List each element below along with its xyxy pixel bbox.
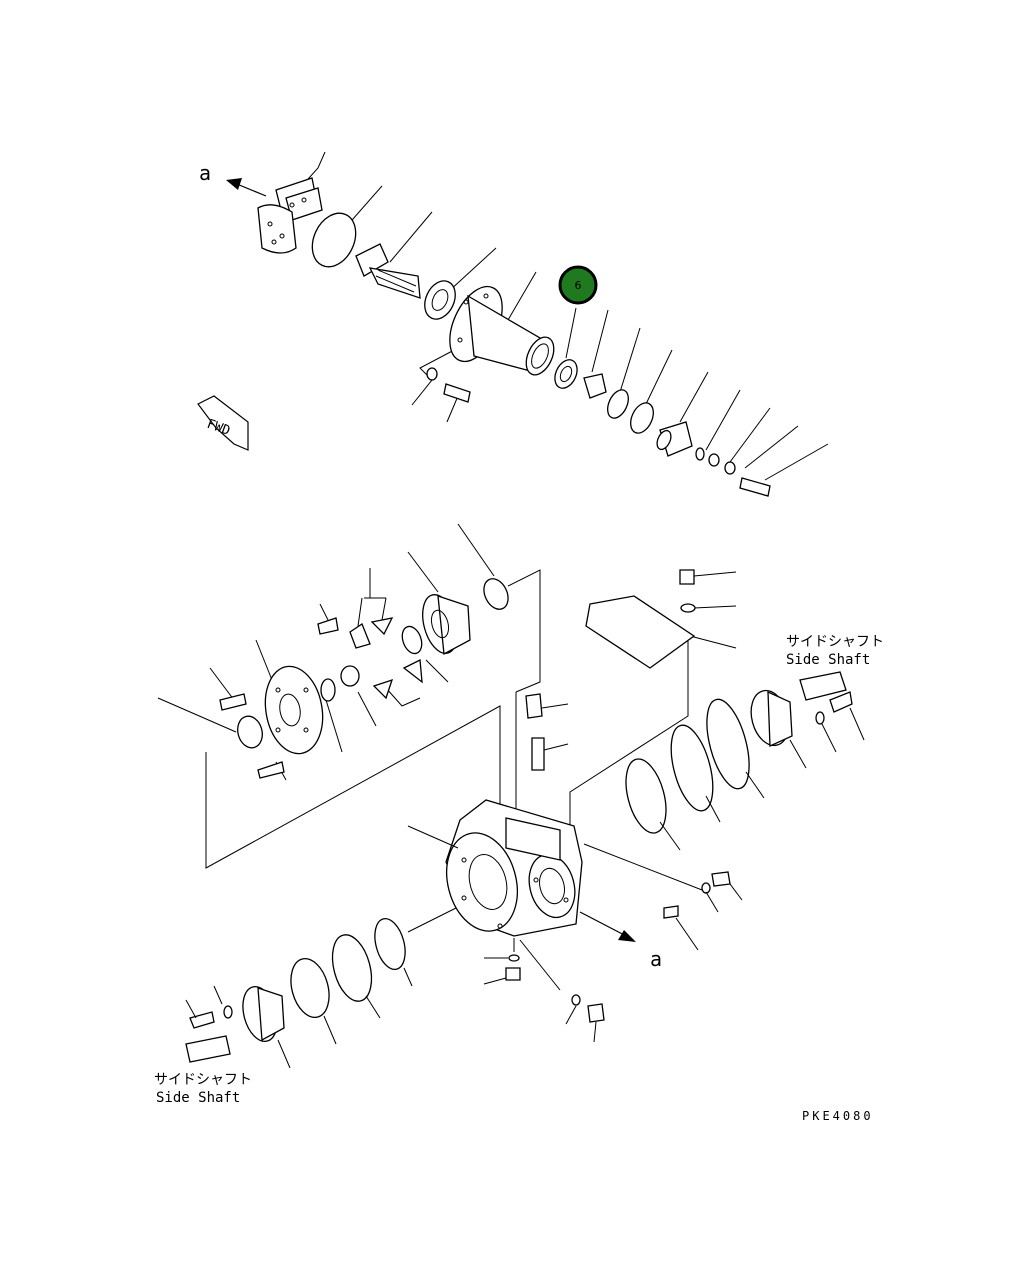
ring-gear-bolt-2 — [257, 761, 285, 779]
view-marker-bottom-label: a — [650, 947, 662, 971]
bearing-cup-2 — [630, 402, 654, 434]
bearing-cage-right — [625, 758, 667, 834]
spider-pin — [317, 617, 339, 635]
bevel-pinion — [355, 243, 421, 299]
bolt-left — [189, 1011, 215, 1029]
cage-bolt — [739, 477, 771, 497]
side-shaft-right — [799, 671, 847, 701]
drain-o-ring — [508, 954, 520, 962]
o-ring-right — [706, 698, 750, 790]
thrust-washer-1 — [320, 678, 336, 702]
side-shaft-label-jp-right: サイドシャフト — [786, 634, 884, 650]
left-side-assembly: サイドシャフト Side Shaft — [154, 907, 605, 1106]
mount-washer — [426, 367, 438, 381]
taper-bearing-6 — [554, 359, 578, 389]
bolt-right — [829, 691, 853, 713]
shim-right — [670, 724, 714, 812]
mount-bolt — [443, 383, 471, 403]
drawing-number: PKE4080 — [802, 1109, 874, 1123]
fwd-marker: FWD — [197, 395, 249, 451]
side-gear-small-1 — [349, 623, 371, 649]
right-side-assembly: サイドシャフト Side Shaft a — [579, 634, 884, 971]
side-shaft-label-en-right: Side Shaft — [786, 652, 870, 668]
side-gear-small-3 — [372, 678, 394, 700]
small-o-ring — [695, 447, 705, 461]
o-ring-left — [290, 958, 330, 1018]
coupling — [656, 421, 693, 457]
callout-6[interactable]: 6 — [558, 265, 598, 305]
ring-gear-bolt-1 — [219, 693, 247, 711]
view-arrow-bottom: a — [579, 911, 662, 971]
side-cover-left — [242, 985, 285, 1043]
drain-plug-right — [711, 871, 731, 887]
side-shaft-label-jp-left: サイドシャフト — [154, 1072, 252, 1088]
drain-plug — [505, 967, 521, 981]
washer-right — [815, 711, 825, 725]
o-ring — [311, 212, 357, 268]
diff-bearing-left — [237, 715, 263, 749]
cover-assembly — [569, 569, 737, 838]
view-arrow-top: a — [199, 161, 267, 197]
retainer-plate — [257, 204, 297, 254]
side-gear-small-2 — [370, 617, 394, 636]
view-marker-top-label: a — [199, 161, 211, 185]
plug-bottom — [587, 1003, 605, 1023]
pinion-cage — [449, 285, 555, 376]
differential-case — [422, 594, 471, 656]
ring-gear — [264, 665, 324, 755]
level-plug — [663, 905, 679, 919]
cover-plate — [585, 595, 696, 669]
o-ring-plug — [701, 882, 711, 894]
side-shaft-label-en-left: Side Shaft — [156, 1090, 240, 1106]
cover-bolt — [679, 569, 695, 585]
shim-left — [331, 934, 373, 1002]
callout-6-number: 6 — [575, 279, 582, 292]
breather-elbow — [525, 693, 543, 719]
diff-bearing-right — [483, 578, 509, 610]
cover-washer — [680, 603, 696, 613]
breather — [531, 737, 545, 771]
fwd-marker-label: FWD — [205, 417, 232, 439]
plug-o-ring-2 — [571, 994, 581, 1006]
side-gear-small-4 — [402, 658, 423, 684]
pinion-shaft-assembly: a FWD 6 — [197, 151, 829, 497]
spacer — [583, 373, 607, 399]
side-cover-right — [750, 689, 793, 747]
lock-washer — [724, 461, 736, 475]
washer-left — [223, 1005, 233, 1019]
bearing-cage-left — [374, 917, 406, 971]
side-shaft-left — [185, 1035, 231, 1063]
side-gear-large — [401, 625, 423, 655]
thrust-washer-2 — [340, 665, 360, 687]
differential-housing — [407, 693, 583, 937]
bearing-cup-1 — [607, 389, 629, 419]
washer — [708, 453, 720, 467]
differential-assembly — [157, 523, 541, 869]
taper-bearing-1 — [424, 280, 456, 320]
